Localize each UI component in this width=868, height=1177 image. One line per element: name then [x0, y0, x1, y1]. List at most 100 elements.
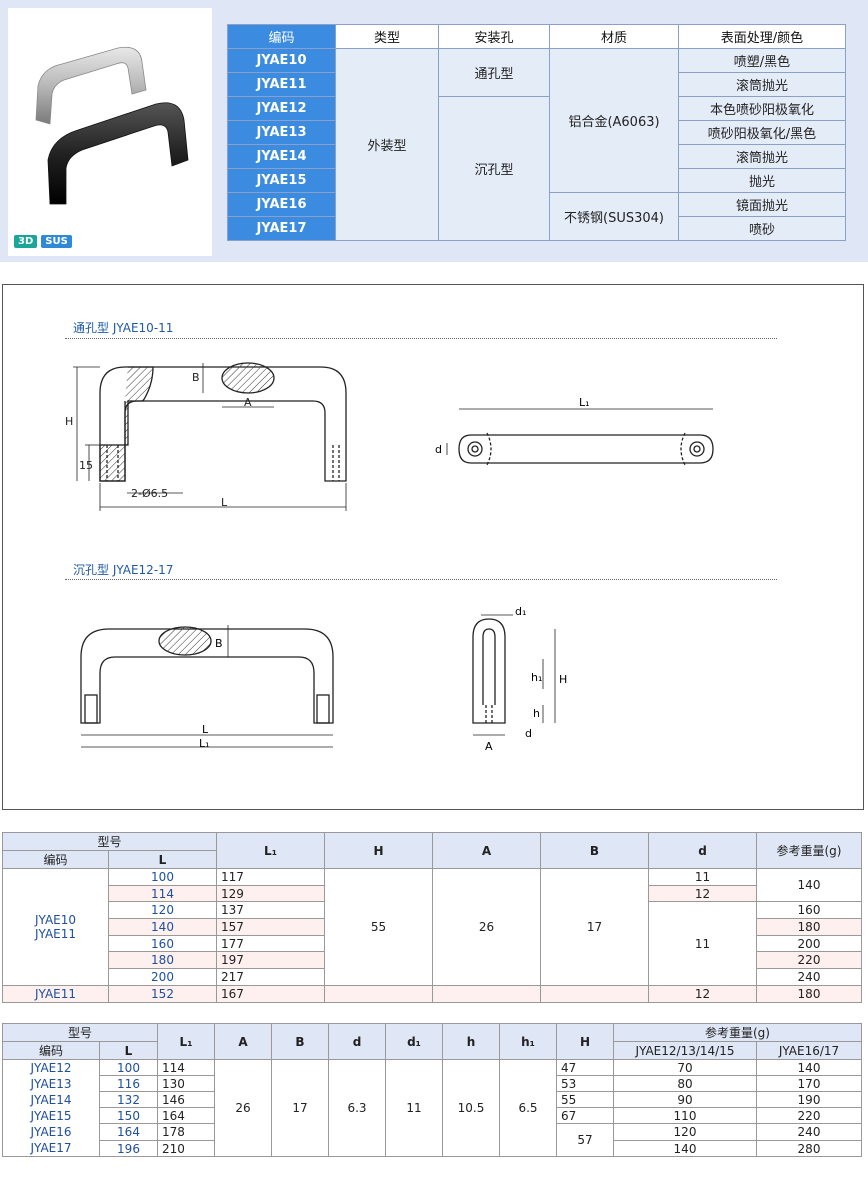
weight2-cell: 140 [756, 1059, 862, 1076]
header-A: A [214, 1023, 272, 1060]
l1-cell: 129 [216, 884, 325, 903]
finish-cell: 本色喷砂阳极氧化 [678, 96, 846, 121]
b-cell: 17 [271, 1059, 329, 1157]
header-d1: d₁ [385, 1023, 443, 1060]
l-cell: 152 [108, 984, 217, 1003]
header-h: h [442, 1023, 500, 1060]
l1-cell: 164 [157, 1107, 215, 1124]
weight1-cell: 80 [613, 1075, 757, 1092]
h-cell: 55 [324, 868, 433, 986]
material-sus-cell: 不锈钢(SUS304) [549, 192, 679, 241]
dim-15: 15 [79, 459, 93, 472]
l-cell: 120 [108, 901, 217, 920]
d-cell: 12 [648, 984, 757, 1003]
l-header: L [99, 1041, 158, 1060]
header-h1: h₁ [499, 1023, 557, 1060]
handle-photo-icon [35, 46, 189, 205]
3d-badge: 3D [14, 235, 38, 248]
hole-through-cell: 通孔型 [438, 48, 550, 97]
header-A: A [432, 832, 541, 869]
a-cell: 26 [214, 1059, 272, 1157]
type-cell: 外装型 [335, 48, 439, 241]
h-cell [324, 984, 433, 1003]
weight-cell: 200 [756, 934, 862, 953]
l-header: L [108, 850, 217, 869]
dim-L1: L₁ [579, 396, 590, 409]
l1-cell: 130 [157, 1075, 215, 1092]
drawing-svg: H 15 B A L 2-Ø6.5 L₁ d [65, 362, 714, 753]
l-cell: 196 [99, 1140, 158, 1157]
header-H: H [324, 832, 433, 869]
dim-d1: d₁ [515, 605, 526, 618]
header-L1: L₁ [216, 832, 325, 869]
l-cell: 140 [108, 918, 217, 936]
d1-cell: 11 [385, 1059, 443, 1157]
finish-cell: 滚筒抛光 [678, 144, 846, 169]
hole-counter-cell: 沉孔型 [438, 96, 550, 241]
finish-cell: 镜面抛光 [678, 192, 846, 217]
finish-cell: 喷砂 [678, 216, 846, 241]
col-code: 编码 [227, 24, 336, 49]
counterbore-size-table: 型号 L₁ A B d d₁ h h₁ H 参考重量(g) 编码 L JYAE1… [2, 1023, 862, 1157]
l1-cell: 167 [216, 984, 325, 1003]
h-cell: 10.5 [442, 1059, 500, 1157]
dim-L-counter: L [202, 723, 209, 736]
l-cell: 116 [99, 1075, 158, 1092]
header-L1: L₁ [157, 1023, 215, 1060]
l1-cell: 178 [157, 1123, 215, 1141]
product-photo: 3D SUS [8, 8, 212, 256]
l1-cell: 146 [157, 1091, 215, 1108]
code-cell: JYAE15 [227, 168, 336, 193]
code-header: 编码 [2, 850, 109, 869]
code-jyae11: JYAE11 [35, 926, 76, 941]
product-header: 3D SUS 编码 类型 安装孔 材质 表面处理/颜色 JYAE10 外装型 通… [0, 0, 868, 262]
dim-L1-counter: L₁ [199, 737, 210, 750]
code-cell: JYAE17 [227, 216, 336, 241]
dim-H-side: H [559, 673, 567, 686]
code-cell: JYAE11 [2, 984, 109, 1003]
l1-cell: 137 [216, 901, 325, 920]
technical-drawing: 通孔型 JYAE10-11 沉孔型 JYAE12-17 [2, 284, 864, 810]
code-cell: JYAE11 [227, 72, 336, 97]
H-cell: 57 [556, 1123, 614, 1157]
col-hole: 安装孔 [438, 24, 550, 49]
weight1-cell: 90 [613, 1091, 757, 1108]
l1-cell: 157 [216, 918, 325, 936]
d-cell: 11 [648, 901, 757, 986]
model-header: 型号 [2, 832, 217, 851]
l1-cell: 177 [216, 934, 325, 953]
through-hole-size-table: 型号 L₁ H A B d 参考重量(g) 编码 L JYAE10 JYAE11… [2, 832, 862, 1003]
dim-B: B [192, 371, 200, 384]
dim-h: h [533, 707, 540, 720]
group-code-cell: JYAE12 JYAE13 JYAE14 JYAE15 JYAE16 JYAE1… [2, 1059, 100, 1157]
l-cell: 200 [108, 968, 217, 986]
dim-L: L [221, 496, 228, 509]
finish-cell: 喷砂阳极氧化/黑色 [678, 120, 846, 145]
code-jyae17: JYAE17 [30, 1141, 72, 1155]
b-cell [540, 984, 649, 1003]
counterbore-label: 沉孔型 JYAE12-17 [73, 563, 174, 577]
spec-table: 编码 类型 安装孔 材质 表面处理/颜色 JYAE10 外装型 通孔型 铝合金(… [227, 24, 846, 241]
H-cell: 55 [556, 1091, 614, 1108]
l-cell: 132 [99, 1091, 158, 1108]
weight2-cell: 280 [756, 1140, 862, 1157]
weight1-cell: 70 [613, 1059, 757, 1076]
h1-cell: 6.5 [499, 1059, 557, 1157]
code-jyae12: JYAE12 [30, 1061, 72, 1075]
col-material: 材质 [549, 24, 679, 49]
dim-A-side: A [485, 740, 493, 753]
code-jyae16: JYAE16 [30, 1125, 72, 1139]
dim-holes: 2-Ø6.5 [131, 487, 168, 500]
col-type: 类型 [335, 24, 439, 49]
H-cell: 53 [556, 1075, 614, 1092]
header-H: H [556, 1023, 614, 1060]
header-weight: 参考重量(g) [613, 1023, 862, 1042]
l-cell: 150 [99, 1107, 158, 1124]
weight-cell: 220 [756, 951, 862, 970]
weight-sub-header: JYAE12/13/14/15 [613, 1041, 757, 1060]
finish-cell: 喷塑/黑色 [678, 48, 846, 73]
b-cell: 17 [540, 868, 649, 986]
dim-h1: h₁ [531, 671, 542, 684]
dim-A: A [244, 396, 252, 409]
l1-cell: 210 [157, 1140, 215, 1157]
